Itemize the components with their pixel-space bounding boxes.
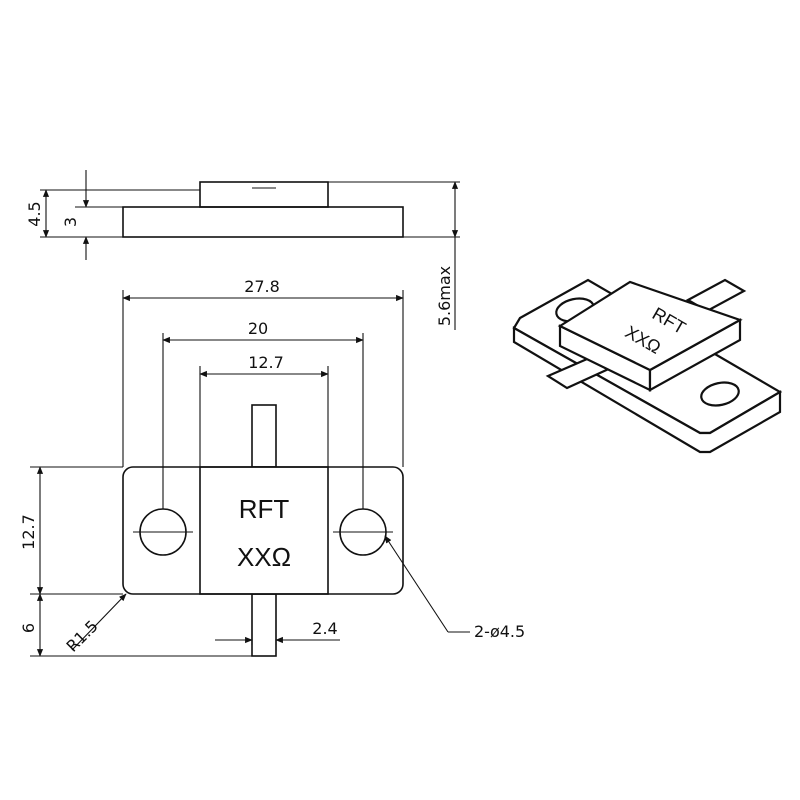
bottom-lead xyxy=(251,593,277,657)
dim-body-width: 12.7 xyxy=(248,353,284,372)
dim-flange-height: 3 xyxy=(61,217,80,227)
iso-body-top xyxy=(557,280,743,372)
dim-overall-length: 27.8 xyxy=(244,277,280,296)
dim-max-height: 5.6max xyxy=(435,266,454,326)
iso-hole-right xyxy=(700,381,740,407)
top-lead xyxy=(251,404,277,468)
body-marking-line2: XXΩ xyxy=(237,542,291,572)
dim-lead-width: 2.4 xyxy=(312,619,337,638)
side-view: 4.5 3 5.6max xyxy=(25,170,460,330)
side-lid xyxy=(199,181,329,208)
corner-radius-leader xyxy=(71,593,127,651)
hole-callout-leader xyxy=(384,535,449,633)
side-flange xyxy=(122,206,404,238)
dim-corner-radius: R1.5 xyxy=(62,616,101,655)
isometric-view: RFT XXΩ xyxy=(512,278,783,454)
top-view: RFT XXΩ 27.8 20 12.7 12.7 6 R1.5 xyxy=(19,277,525,657)
dim-lead-length: 6 xyxy=(19,623,38,633)
body-outline xyxy=(199,466,329,595)
dim-hole-callout: 2-ø4.5 xyxy=(474,622,525,641)
dim-hole-spacing: 20 xyxy=(248,319,268,338)
body-marking-line1: RFT xyxy=(239,494,290,524)
flange-outline xyxy=(122,466,404,595)
dim-flange-width: 12.7 xyxy=(19,514,38,550)
dim-total-height: 4.5 xyxy=(25,201,44,226)
